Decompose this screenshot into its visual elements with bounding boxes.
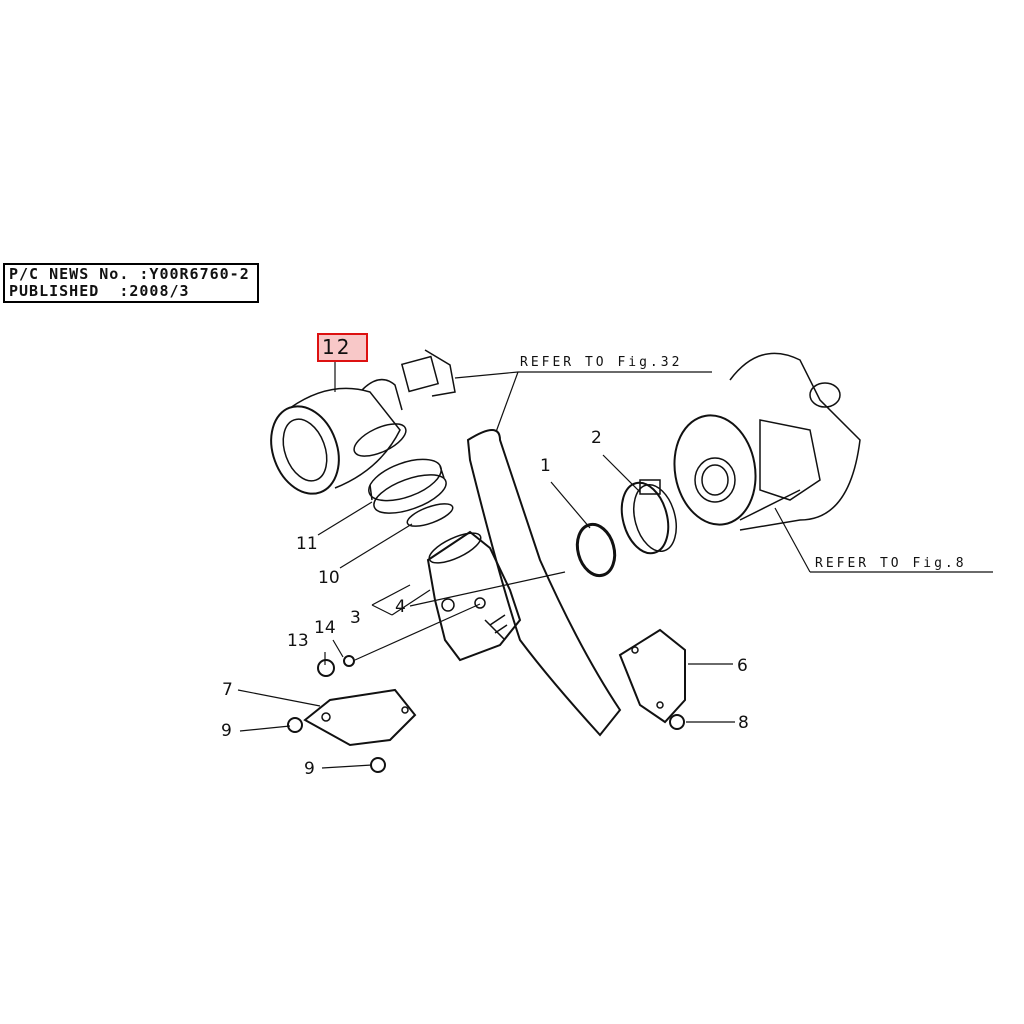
callout-3: 3 xyxy=(350,608,361,628)
part-1-o-ring xyxy=(575,522,617,578)
part-10-gasket xyxy=(406,503,454,527)
hose-tube xyxy=(400,349,622,737)
callout-9-left: 9 xyxy=(221,721,232,741)
refer-fig8-label: REFER TO Fig.8 xyxy=(815,556,967,571)
callout-1: 1 xyxy=(540,456,551,476)
callout-2: 2 xyxy=(591,428,602,448)
part-11-clamp xyxy=(368,458,447,514)
callout-8: 8 xyxy=(738,713,749,733)
callout-4: 4 xyxy=(395,597,406,617)
callout-7: 7 xyxy=(222,680,233,700)
callout-6: 6 xyxy=(737,656,748,676)
part-2-clamp xyxy=(620,479,677,555)
published-date: PUBLISHED :2008/3 xyxy=(9,282,190,300)
callout-14: 14 xyxy=(314,618,336,638)
part-7-bracket xyxy=(303,688,417,747)
news-number: P/C NEWS No. :Y00R6760-2 xyxy=(9,265,250,283)
refer-fig32-label: REFER TO Fig.32 xyxy=(520,355,683,370)
callout-13: 13 xyxy=(287,631,309,651)
bolts xyxy=(287,655,685,773)
part-12-elbow-pipe xyxy=(270,378,407,495)
part-6-bracket xyxy=(618,628,686,724)
callout-9-bottom: 9 xyxy=(304,759,315,779)
callout-10: 10 xyxy=(318,568,340,588)
highlighted-part-12-label[interactable]: 12 xyxy=(317,333,368,362)
callout-11: 11 xyxy=(296,534,318,554)
turbocharger-assembly xyxy=(673,352,861,531)
part-4-housing xyxy=(426,530,522,662)
document-info-box: P/C NEWS No. :Y00R6760-2 PUBLISHED :2008… xyxy=(3,263,259,303)
